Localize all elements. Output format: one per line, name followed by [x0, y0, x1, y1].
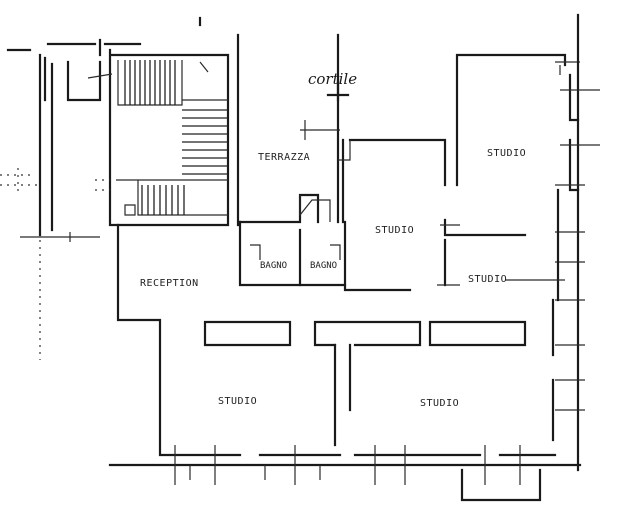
studio-bottom-right-label: STUDIO — [420, 398, 459, 409]
bagno-label-2: BAGNO — [310, 261, 337, 271]
reception-label: RECEPTION — [140, 278, 199, 289]
cortile-label: cortile — [308, 70, 357, 88]
studio-mid-right-label: STUDIO — [468, 274, 507, 285]
bagno-label-1: BAGNO — [260, 261, 287, 271]
studio-center-label: STUDIO — [375, 225, 414, 236]
terrazza-label: TERRAZZA — [258, 152, 310, 163]
studio-bottom-left-label: STUDIO — [218, 396, 257, 407]
studio-top-right-label: STUDIO — [487, 148, 526, 159]
stair-treads — [87, 60, 228, 215]
room-labels: cortile TERRAZZA RECEPTION BAGNO BAGNO S… — [140, 70, 526, 409]
plan-walls — [0, 13, 600, 502]
